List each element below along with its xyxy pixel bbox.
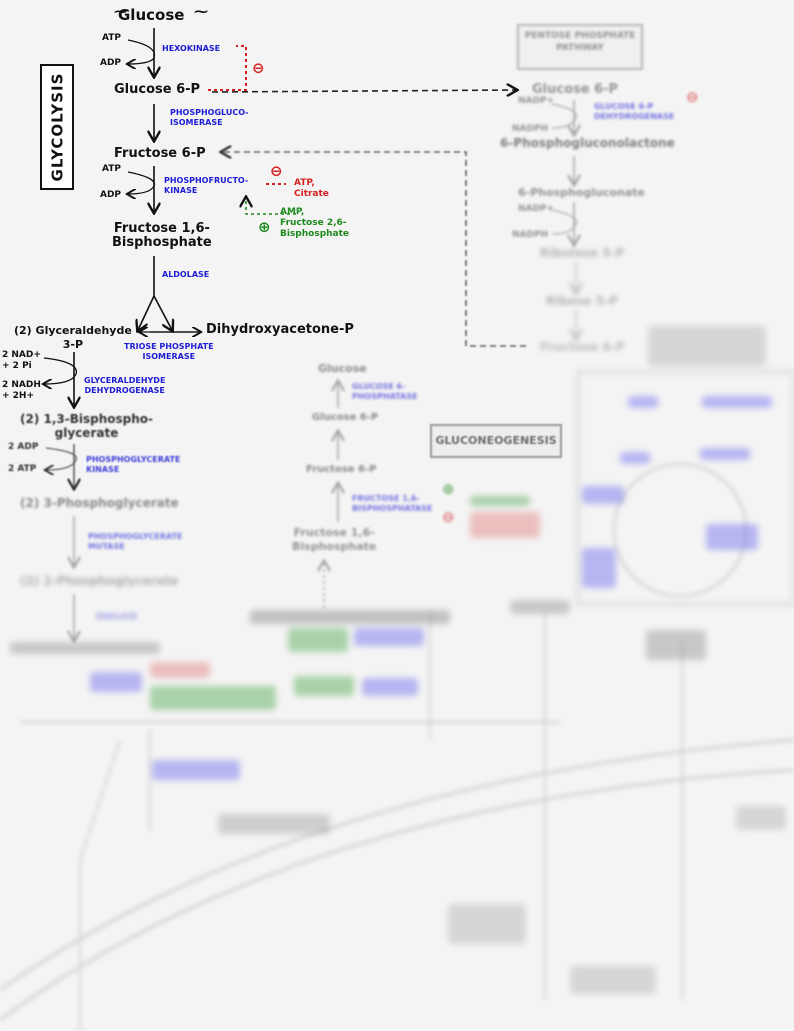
adp-label: ADP [100, 58, 122, 68]
nadp-label: NADP+ [518, 96, 555, 106]
adp-label: ADP [100, 190, 122, 200]
activation-plus-icon: ⊕ [258, 218, 271, 236]
gng-glucose-6p-label: Glucose 6-P [312, 412, 379, 423]
phosphogluco-isomerase-enzyme: PHOSPHOGLUCO- ISOMERASE [170, 108, 249, 127]
inhibition-minus-icon: ⊖ [686, 88, 699, 106]
nadph-label: NADPH [512, 230, 549, 240]
glucose-6-phosphatase-enzyme: GLUCOSE 6- PHOSPHATASE [352, 382, 418, 401]
g6pd-enzyme: GLUCOSE 6-P DEHYDROGENASE [594, 102, 675, 121]
phosphofructokinase-enzyme: PHOSPHOFRUCTO- KINASE [164, 176, 249, 195]
inhibition-minus-icon: ⊖ [252, 59, 265, 77]
phosphoglycerate-kinase-enzyme: PHOSPHOGLYCERATE KINASE [86, 455, 181, 474]
nad-label: 2 NAD+ + 2 Pi [2, 350, 41, 371]
glycolysis-title-box: GLYCOLYSIS [40, 64, 74, 190]
nadh-label: 2 NADH + 2H+ [2, 380, 41, 401]
ppp-fructose-6p-label: Fructose 6-P [540, 340, 625, 354]
glucose-6p-label: Glucose 6-P [114, 82, 201, 97]
fructose-16bp-label: Fructose 1,6- Bisphosphate [112, 221, 212, 250]
sparkle-icon: ⁓ [194, 4, 208, 20]
atp-label: 2 ATP [8, 464, 37, 474]
ribose-5p-label: Ribose 5-P [546, 294, 618, 308]
pfk-inhibitors: ATP, Citrate [294, 178, 329, 199]
bisphosphoglycerate-label: (2) 1,3-Bisphospho- glycerate [20, 412, 154, 440]
atp-label: ATP [102, 164, 122, 174]
ppp-glucose-6p-label: Glucose 6-P [532, 82, 619, 97]
gng-fructose-16bp-label: Fructose 1,6- Bisphosphate [292, 526, 377, 553]
inhibition-minus-icon: ⊖ [270, 162, 283, 180]
nadp-label: NADP+ [518, 204, 555, 214]
enolase-enzyme: ENOLASE [96, 612, 138, 621]
gng-glucose-label: Glucose [318, 362, 367, 375]
3-phosphoglycerate-label: (2) 3-Phosphoglycerate [20, 496, 179, 510]
atp-label: ATP [102, 33, 122, 43]
pfk-activators: AMP, Fructose 2,6- Bisphosphate [280, 207, 350, 239]
dhap-label: Dihydroxyacetone-P [206, 322, 354, 337]
inhibition-minus-icon: ⊖ [442, 508, 455, 526]
triose-phosphate-isomerase-enzyme: TRIOSE PHOSPHATE ISOMERASE [124, 342, 214, 361]
hexokinase-enzyme: HEXOKINASE [162, 44, 221, 53]
6-phosphogluconate-label: 6-Phosphogluconate [518, 186, 646, 199]
2-phosphoglycerate-label: (2) 2-Phosphoglycerate [20, 574, 179, 588]
ribulose-5p-label: Ribulose 5-P [540, 246, 625, 260]
nadph-label: NADPH [512, 124, 549, 134]
fructose-6p-label: Fructose 6-P [114, 146, 206, 161]
gng-fructose-6p-label: Fructose 6-P [306, 464, 377, 475]
glucose-label: Glucose [118, 6, 185, 24]
sparkle-icon: ⁓ [114, 5, 127, 20]
fbpase-enzyme: FRUCTOSE 1,6- BISPHOSPHATASE [352, 494, 433, 513]
glyceraldehyde-dehydrogenase-enzyme: GLYCERALDEHYDE DEHYDROGENASE [84, 376, 166, 395]
ppp-title-box: PENTOSE PHOSPHATE PATHWAY [517, 24, 643, 70]
glyceraldehyde-3p-label: (2) Glyceraldehyde 3-P [14, 324, 132, 351]
6-phosphogluconolactone-label: 6-Phosphogluconolactone [500, 136, 675, 150]
page-title: GLYCOLYSIS [48, 72, 66, 182]
gluconeogenesis-title-box: GLUCONEOGENESIS [430, 424, 562, 458]
aldolase-enzyme: ALDOLASE [162, 270, 210, 279]
phosphoglycerate-mutase-enzyme: PHOSPHOGLYCERATE MUTASE [88, 532, 183, 551]
activation-plus-icon: ⊕ [442, 480, 455, 498]
adp-label: 2 ADP [8, 442, 39, 452]
